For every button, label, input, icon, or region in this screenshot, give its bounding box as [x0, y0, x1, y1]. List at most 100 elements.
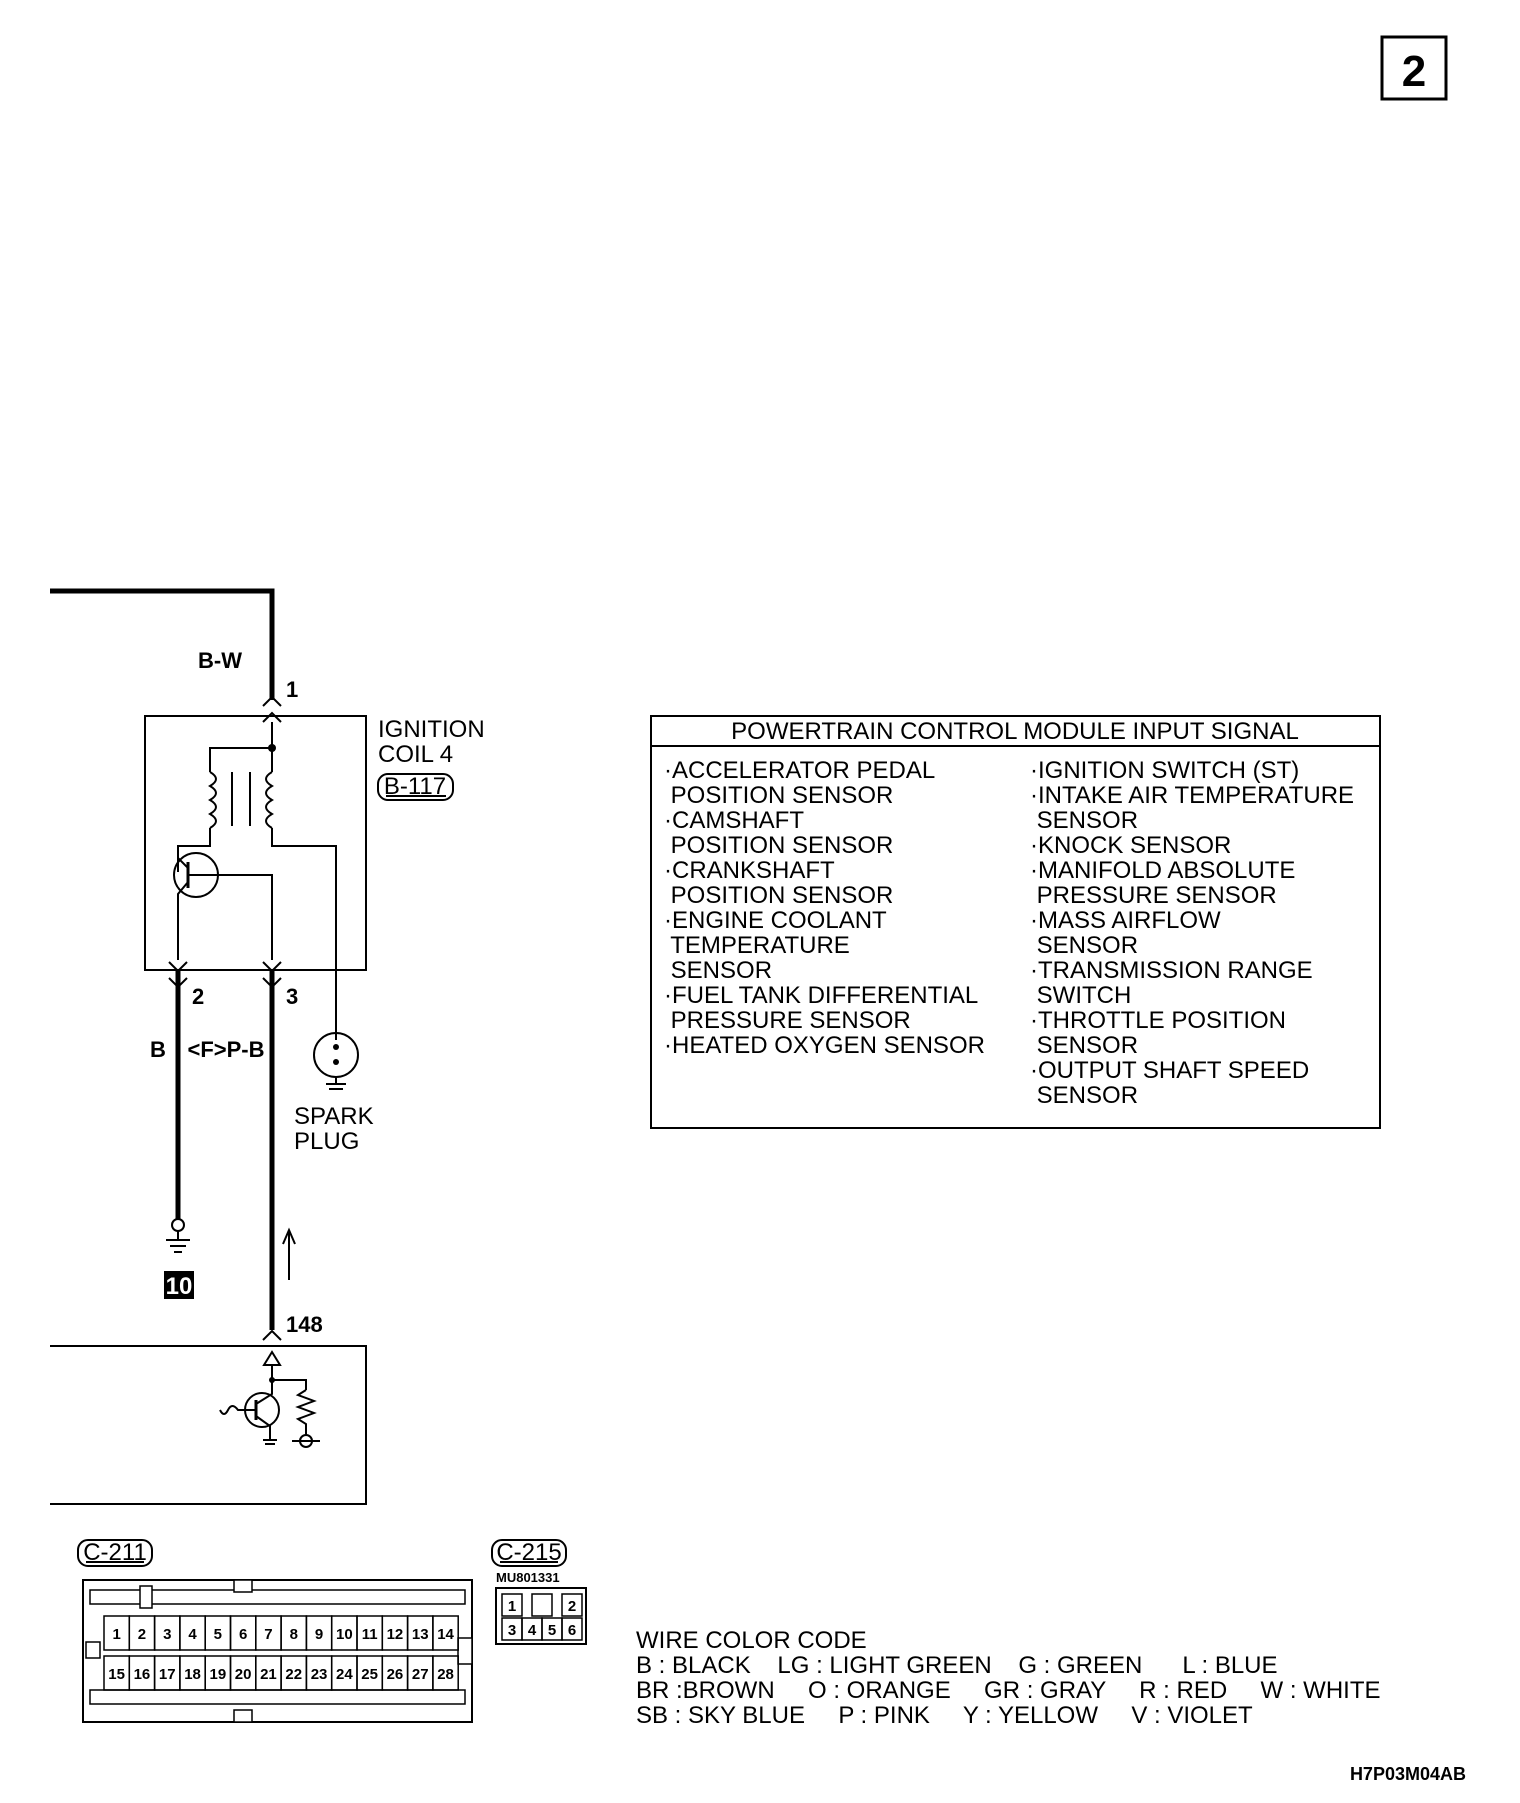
- connector-pin-number: 17: [159, 1666, 176, 1683]
- connector-cavity: [561, 1617, 583, 1641]
- pcm-box: [50, 1345, 367, 1505]
- connector-pin-number: 6: [568, 1622, 576, 1639]
- pcm-input-signal-box: POWERTRAIN CONTROL MODULE INPUT SIGNAL: [650, 715, 1381, 1129]
- signal-item: ·MASS AIRFLOW: [1030, 907, 1221, 934]
- signal-item: ·MANIFOLD ABSOLUTE: [1030, 857, 1295, 884]
- signal-item: TEMPERATURE: [664, 932, 850, 959]
- page-number: 2: [1402, 47, 1426, 96]
- connector-c215-part-number: MU801331: [496, 1570, 560, 1585]
- signal-item: SENSOR: [664, 957, 772, 984]
- signal-item: ·OUTPUT SHAFT SPEED: [1030, 1057, 1309, 1084]
- page-number-box: 2: [1380, 35, 1448, 101]
- signal-item: ·ENGINE COOLANT: [664, 907, 887, 934]
- signal-item: ·FUEL TANK DIFFERENTIAL: [664, 982, 978, 1009]
- connector-pin-number: 9: [315, 1626, 323, 1643]
- signal-item: SWITCH: [1030, 982, 1131, 1009]
- ground-reference-badge: 10: [164, 1271, 194, 1300]
- connector-arrow-pin148: [262, 1329, 282, 1341]
- wire-color-code-line1: B : BLACK LG : LIGHT GREEN G : GREEN L :…: [636, 1652, 1278, 1679]
- connector-pin-number: 3: [163, 1626, 171, 1643]
- signal-item: SENSOR: [1030, 1032, 1138, 1059]
- connector-cavity: [432, 1655, 459, 1691]
- signal-item: PRESSURE SENSOR: [664, 1007, 911, 1034]
- connector-pin-number: 24: [336, 1666, 353, 1683]
- signal-item: SENSOR: [1030, 932, 1138, 959]
- connector-pin-number: 14: [437, 1626, 454, 1643]
- wire-color-code-line3: SB : SKY BLUE P : PINK Y : YELLOW V : VI…: [636, 1702, 1253, 1729]
- connector-c215-id: C-215: [496, 1539, 561, 1566]
- signal-list-left: ·ACCELERATOR PEDAL POSITION SENSOR·CAMSH…: [664, 757, 985, 1059]
- figure-code: H7P03M04AB: [1350, 1764, 1466, 1784]
- connector-pin-number: 12: [387, 1626, 404, 1643]
- ignition-coil-4: [144, 715, 367, 1040]
- signal-item: ·IGNITION SWITCH (ST): [1030, 757, 1299, 784]
- connector-pin-number: 23: [311, 1666, 328, 1683]
- signal-item: ·CAMSHAFT: [664, 807, 804, 834]
- wire-label-right: <F>P-B: [187, 1037, 264, 1062]
- coil-name-line2: COIL 4: [378, 741, 453, 768]
- connector-pin-number: 2: [138, 1626, 146, 1643]
- connector-cavity: [432, 1615, 459, 1651]
- coil-pin-3: 3: [286, 984, 298, 1009]
- connector-pin-number: 8: [290, 1626, 298, 1643]
- supply-wire: [50, 588, 275, 700]
- connector-pin-number: 13: [412, 1626, 429, 1643]
- coil-pin-1: 1: [286, 677, 298, 702]
- signal-list-right: ·IGNITION SWITCH (ST)·INTAKE AIR TEMPERA…: [1030, 757, 1354, 1109]
- signal-item: ·THROTTLE POSITION: [1030, 1007, 1286, 1034]
- coil-connector-label: B-117: [377, 773, 454, 801]
- spark-plug-symbol: [313, 1032, 359, 1090]
- signal-item: POSITION SENSOR: [664, 782, 893, 809]
- connector-pin-number: 4: [188, 1626, 197, 1643]
- connector-pin-number: 5: [548, 1622, 556, 1639]
- connector-pin-number: 25: [361, 1666, 378, 1683]
- connector-pin-number: 11: [362, 1626, 378, 1643]
- spark-plug-line2: PLUG: [294, 1128, 359, 1155]
- connector-pin-number: 10: [336, 1626, 353, 1643]
- wire-color-code: WIRE COLOR CODE B : BLACK LG : LIGHT GRE…: [636, 1627, 1381, 1729]
- connector-cavity: [531, 1593, 553, 1617]
- coil-name-line1: IGNITION: [378, 716, 485, 743]
- connector-pin-number: 4: [528, 1622, 537, 1639]
- connector-pin-number: 3: [508, 1622, 516, 1639]
- connector-cavity: [561, 1593, 583, 1617]
- connector-cavity: [501, 1593, 523, 1617]
- connector-pin-number: 1: [508, 1598, 516, 1615]
- connector-pin-number: 5: [214, 1626, 222, 1643]
- connector-pin-number: 16: [134, 1666, 151, 1683]
- signal-item: POSITION SENSOR: [664, 832, 893, 859]
- connector-pin-number: 20: [235, 1666, 252, 1683]
- signal-item: ·KNOCK SENSOR: [1030, 832, 1231, 859]
- connector-pin-number: 7: [264, 1626, 272, 1643]
- wire-color-code-title: WIRE COLOR CODE: [636, 1627, 867, 1654]
- connector-c211-id: C-211: [83, 1539, 147, 1566]
- connector-arrow-pin1: [262, 695, 282, 723]
- connector-pin-number: 21: [260, 1666, 277, 1683]
- connector-pin-number: 6: [239, 1626, 247, 1643]
- connector-pin-number: 15: [108, 1666, 125, 1683]
- wire-color-code-line2: BR :BROWN O : ORANGE GR : GRAY R : RED W…: [636, 1677, 1381, 1704]
- signal-item: ·TRANSMISSION RANGE: [1030, 957, 1313, 984]
- signal-item: ·ACCELERATOR PEDAL: [664, 757, 935, 784]
- signal-item: ·HEATED OXYGEN SENSOR: [664, 1032, 985, 1059]
- connector-pin-number: 26: [387, 1666, 404, 1683]
- signal-item: SENSOR: [1030, 807, 1138, 834]
- wire-label-top: B-W: [198, 648, 242, 673]
- signal-box-title: POWERTRAIN CONTROL MODULE INPUT SIGNAL: [731, 718, 1299, 745]
- connector-pin-number: 22: [285, 1666, 302, 1683]
- signal-direction-arrow: [282, 1227, 296, 1280]
- connector-pin-number: 1: [112, 1626, 120, 1643]
- connector-pin-number: 2: [568, 1598, 576, 1615]
- signal-item: ·CRANKSHAFT: [664, 857, 835, 884]
- wire-label-left: B: [150, 1037, 166, 1062]
- coil-connector-id: B-117: [384, 773, 446, 800]
- ground-reference: 10: [166, 1273, 193, 1300]
- pcm-pin-148: 148: [286, 1312, 323, 1337]
- signal-item: SENSOR: [1030, 1082, 1138, 1109]
- signal-item: ·INTAKE AIR TEMPERATURE: [1030, 782, 1354, 809]
- ground-symbol: [166, 1218, 190, 1253]
- coil-pin-2: 2: [192, 984, 204, 1009]
